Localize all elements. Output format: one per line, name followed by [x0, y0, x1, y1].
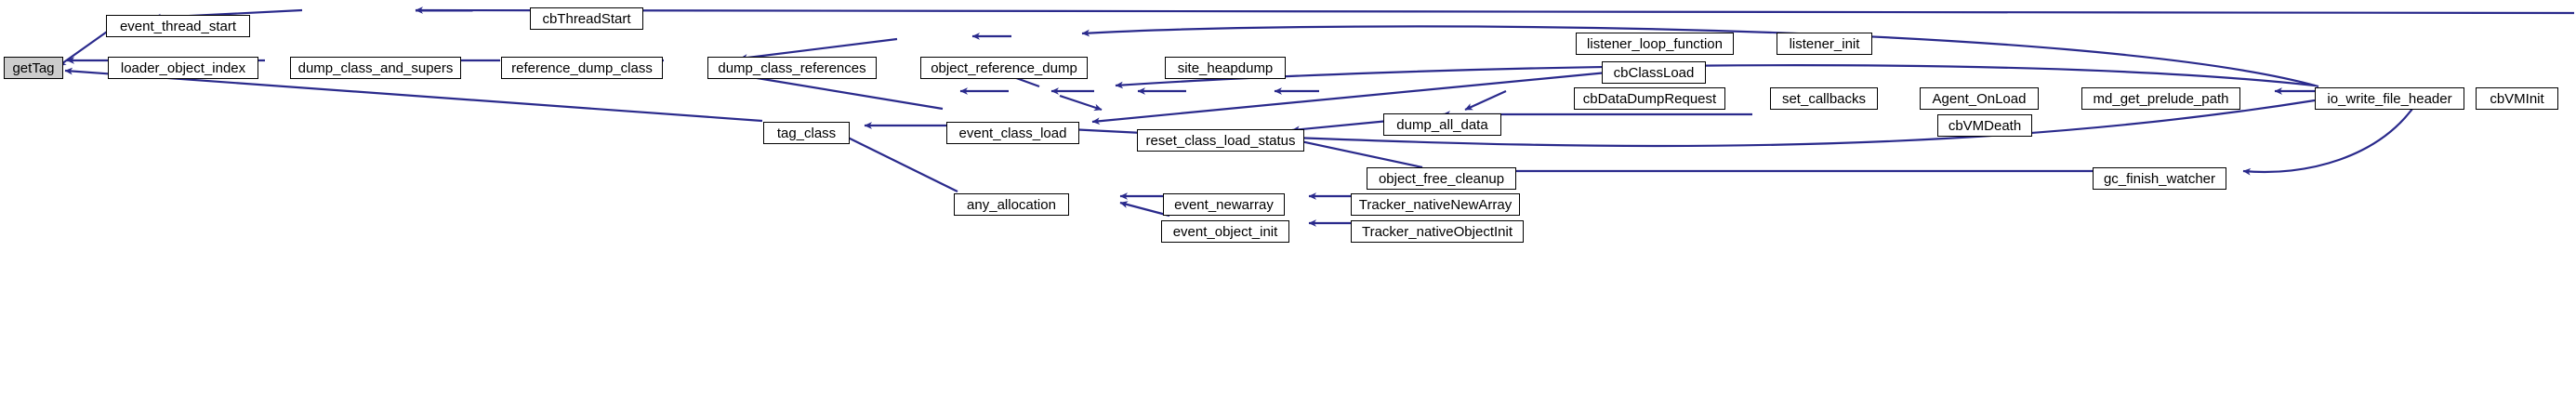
graph-node-label: cbClassLoad — [1613, 64, 1695, 81]
graph-node-io_write_file_header[interactable]: io_write_file_header — [2315, 87, 2464, 110]
graph-node-cbVMDeath[interactable]: cbVMDeath — [1937, 114, 2032, 137]
graph-node-label: event_object_init — [1172, 223, 1278, 240]
graph-node-label: site_heapdump — [1177, 60, 1274, 76]
graph-node-label: dump_class_and_supers — [297, 60, 454, 76]
graph-node-cbDataDumpRequest[interactable]: cbDataDumpRequest — [1574, 87, 1725, 110]
graph-node-event_class_load[interactable]: event_class_load — [946, 122, 1079, 144]
graph-node-label: object_free_cleanup — [1378, 170, 1505, 187]
graph-node-reset_class_load_status[interactable]: reset_class_load_status — [1137, 129, 1304, 152]
graph-node-label: event_class_load — [958, 125, 1067, 141]
graph-node-label: set_callbacks — [1781, 90, 1867, 107]
graph-node-event_newarray[interactable]: event_newarray — [1163, 193, 1285, 216]
graph-node-label: object_reference_dump — [931, 60, 1077, 76]
graph-node-cbThreadStart[interactable]: cbThreadStart — [530, 7, 643, 30]
graph-node-listener_init[interactable]: listener_init — [1777, 33, 1872, 55]
graph-node-any_allocation[interactable]: any_allocation — [954, 193, 1069, 216]
graph-node-listener_loop_function[interactable]: listener_loop_function — [1576, 33, 1734, 55]
graph-node-dump_class_and_supers[interactable]: dump_class_and_supers — [290, 57, 461, 79]
graph-node-label: cbVMDeath — [1948, 117, 2022, 134]
graph-node-Tracker_nativeNewArray[interactable]: Tracker_nativeNewArray — [1351, 193, 1520, 216]
graph-node-label: io_write_file_header — [2327, 90, 2452, 107]
graph-node-label: Agent_OnLoad — [1932, 90, 2027, 107]
graph-node-cbClassLoad[interactable]: cbClassLoad — [1602, 61, 1706, 84]
graph-node-tag_class[interactable]: tag_class — [763, 122, 850, 144]
graph-node-Agent_OnLoad[interactable]: Agent_OnLoad — [1920, 87, 2039, 110]
graph-node-label: any_allocation — [967, 196, 1056, 213]
graph-node-object_free_cleanup[interactable]: object_free_cleanup — [1367, 167, 1516, 190]
graph-node-md_get_prelude_path[interactable]: md_get_prelude_path — [2081, 87, 2240, 110]
graph-node-label: listener_loop_function — [1587, 35, 1723, 52]
graph-node-cbVMInit[interactable]: cbVMInit — [2476, 87, 2558, 110]
graph-node-label: getTag — [12, 60, 55, 76]
graph-node-label: dump_class_references — [718, 60, 866, 76]
graph-node-label: event_thread_start — [119, 18, 237, 34]
graph-node-loader_object_index[interactable]: loader_object_index — [108, 57, 258, 79]
graph-node-label: Tracker_nativeObjectInit — [1361, 223, 1513, 240]
graph-node-site_heapdump[interactable]: site_heapdump — [1165, 57, 1286, 79]
graph-node-reference_dump_class[interactable]: reference_dump_class — [501, 57, 663, 79]
graph-node-label: Tracker_nativeNewArray — [1358, 196, 1513, 213]
graph-node-event_object_init[interactable]: event_object_init — [1161, 220, 1289, 243]
graph-node-label: event_newarray — [1174, 196, 1274, 213]
graph-node-label: tag_class — [776, 125, 837, 141]
graph-node-getTag[interactable]: getTag — [4, 57, 63, 79]
graph-node-label: md_get_prelude_path — [2093, 90, 2229, 107]
graph-node-label: dump_all_data — [1396, 116, 1488, 133]
graph-node-label: cbVMInit — [2490, 90, 2544, 107]
graph-node-dump_class_references[interactable]: dump_class_references — [707, 57, 877, 79]
graph-node-label: cbDataDumpRequest — [1582, 90, 1717, 107]
graph-node-label: reference_dump_class — [511, 60, 653, 76]
graph-node-label: reset_class_load_status — [1145, 132, 1296, 149]
graph-node-label: gc_finish_watcher — [2103, 170, 2216, 187]
graph-node-object_reference_dump[interactable]: object_reference_dump — [920, 57, 1088, 79]
graph-node-dump_all_data[interactable]: dump_all_data — [1383, 113, 1501, 136]
graph-node-label: cbThreadStart — [542, 10, 631, 27]
graph-node-label: listener_init — [1789, 35, 1860, 52]
graph-node-label: loader_object_index — [120, 60, 246, 76]
graph-node-gc_finish_watcher[interactable]: gc_finish_watcher — [2093, 167, 2226, 190]
graph-node-Tracker_nativeObjectInit[interactable]: Tracker_nativeObjectInit — [1351, 220, 1524, 243]
graph-node-event_thread_start[interactable]: event_thread_start — [106, 15, 250, 37]
graph-node-set_callbacks[interactable]: set_callbacks — [1770, 87, 1878, 110]
